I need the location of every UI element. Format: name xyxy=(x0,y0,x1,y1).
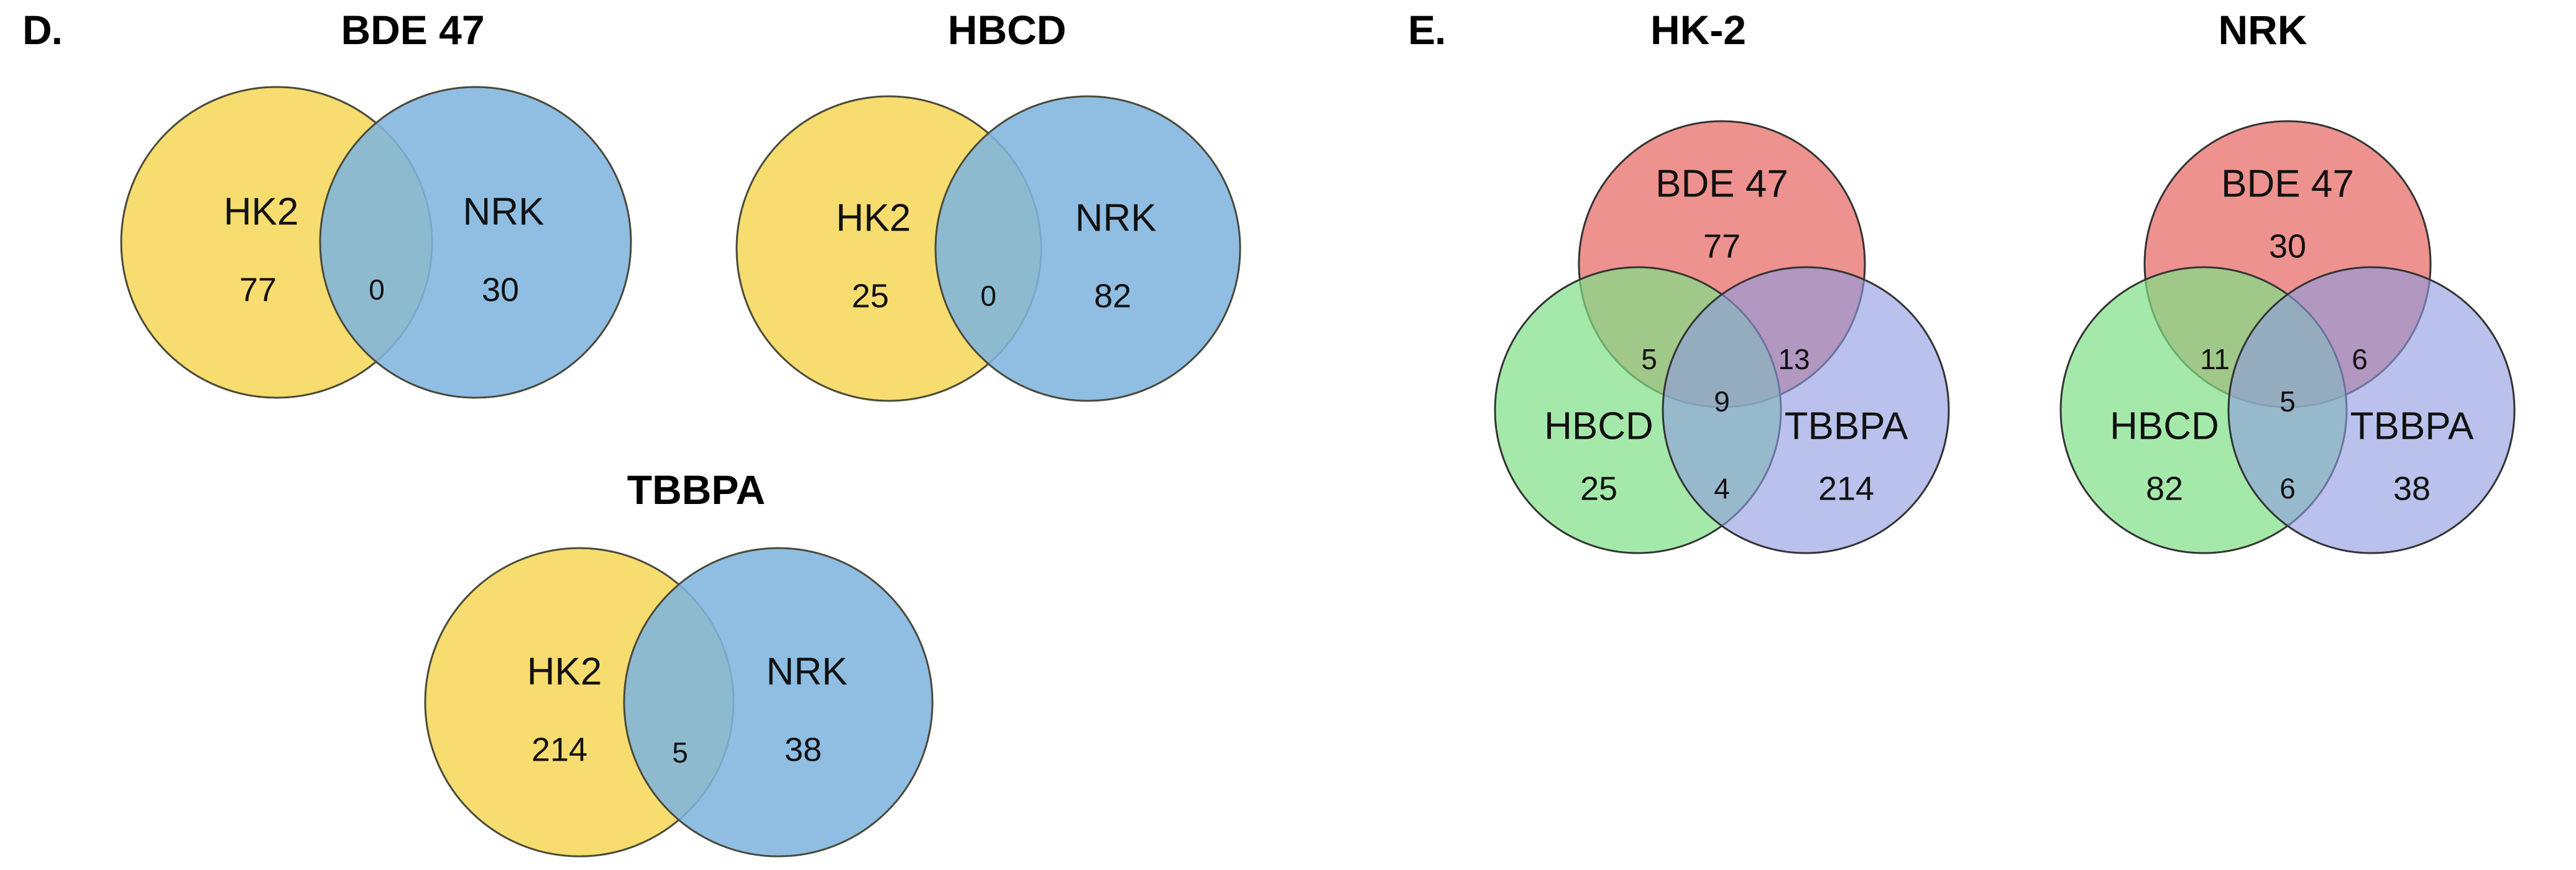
venn-count-nrk-hbcd: 82 xyxy=(1094,277,1131,314)
venn-count-center-nrk: 5 xyxy=(2279,385,2296,418)
venn-circle-nrk-tbbpa xyxy=(623,547,934,858)
venn-diagram-hbcd-d: HK2 25 NRK 82 0 xyxy=(735,95,1241,402)
venn-circle-nrk-hbcd xyxy=(934,95,1241,402)
venn-count-bde47-hk2: 77 xyxy=(1703,227,1741,265)
venn-circle-nrk-bde47 xyxy=(319,86,632,399)
venn-title-nrk-e: NRK xyxy=(2218,7,2307,53)
venn-count-hbcd-nrk: 82 xyxy=(2146,470,2183,507)
venn-label-hbcd-hk2: HBCD xyxy=(1544,405,1654,447)
venn-label-tbbpa-hk2: TBBPA xyxy=(1785,405,1908,447)
venn-count-overlap-hbcd: 0 xyxy=(980,280,996,312)
venn-count-overlap-tbbpa: 5 xyxy=(672,736,688,769)
venn-count-hbcd-tbbpa-hk2: 4 xyxy=(1714,472,1730,505)
venn-label-hk2-bde47: HK2 xyxy=(224,190,299,233)
venn-title-hk2-e: HK-2 xyxy=(1650,7,1747,53)
venn-count-bde47-tbbpa-nrk: 6 xyxy=(2352,343,2368,375)
venn-count-hbcd-tbbpa-nrk: 6 xyxy=(2279,472,2296,505)
venn-count-overlap-bde47: 0 xyxy=(369,273,385,306)
venn-count-hk2-bde47: 77 xyxy=(239,271,277,308)
venn-label-nrk-hbcd: NRK xyxy=(1075,196,1157,239)
venn-label-bde47-nrk: BDE 47 xyxy=(2221,162,2354,205)
venn-count-hk2-hbcd: 25 xyxy=(852,277,889,314)
venn-count-bde47-nrk: 30 xyxy=(2269,227,2306,265)
venn-label-tbbpa-nrk: TBBPA xyxy=(2350,405,2474,447)
venn-count-bde47-hbcd-hk2: 5 xyxy=(1641,343,1657,375)
venn-count-tbbpa-nrk: 38 xyxy=(2393,470,2431,507)
venn-label-nrk-bde47: NRK xyxy=(463,190,545,233)
venn-diagram-hk2-e: BDE 47 77 HBCD 25 TBBPA 214 5 13 4 9 xyxy=(1494,120,1950,554)
venn-count-bde47-hbcd-nrk: 11 xyxy=(2200,343,2230,375)
venn-title-tbbpa-d: TBBPA xyxy=(627,467,766,513)
venn-title-bde47-d: BDE 47 xyxy=(341,7,485,53)
venn-diagram-tbbpa-d: HK2 214 NRK 38 5 xyxy=(424,547,934,858)
venn-count-hbcd-hk2: 25 xyxy=(1580,470,1617,507)
venn-label-hk2-tbbpa: HK2 xyxy=(527,650,602,693)
venn-count-hk2-tbbpa: 214 xyxy=(531,731,587,768)
panel-letter-e: E. xyxy=(1408,7,1446,53)
venn-label-hk2-hbcd: HK2 xyxy=(836,196,911,239)
venn-label-hbcd-nrk: HBCD xyxy=(2110,405,2219,447)
venn-label-nrk-tbbpa: NRK xyxy=(766,650,848,693)
venn-title-hbcd-d: HBCD xyxy=(947,7,1067,53)
venn-count-nrk-bde47: 30 xyxy=(482,271,519,308)
venn-count-center-hk2: 9 xyxy=(1714,385,1730,418)
venn-label-bde47-hk2: BDE 47 xyxy=(1655,162,1788,205)
venn-count-tbbpa-hk2: 214 xyxy=(1818,470,1874,507)
venn-circle-tbbpa-nrk xyxy=(2227,266,2516,554)
panel-letter-d: D. xyxy=(22,7,63,53)
venn-diagram-nrk-e: BDE 47 30 HBCD 82 TBBPA 38 11 6 6 5 xyxy=(2059,120,2516,554)
venn-count-nrk-tbbpa: 38 xyxy=(784,731,822,768)
venn-diagram-bde47-d: HK2 77 NRK 30 0 xyxy=(120,86,632,399)
venn-count-bde47-tbbpa-hk2: 13 xyxy=(1778,343,1810,375)
venn-circle-tbbpa-hk2 xyxy=(1662,266,1950,554)
